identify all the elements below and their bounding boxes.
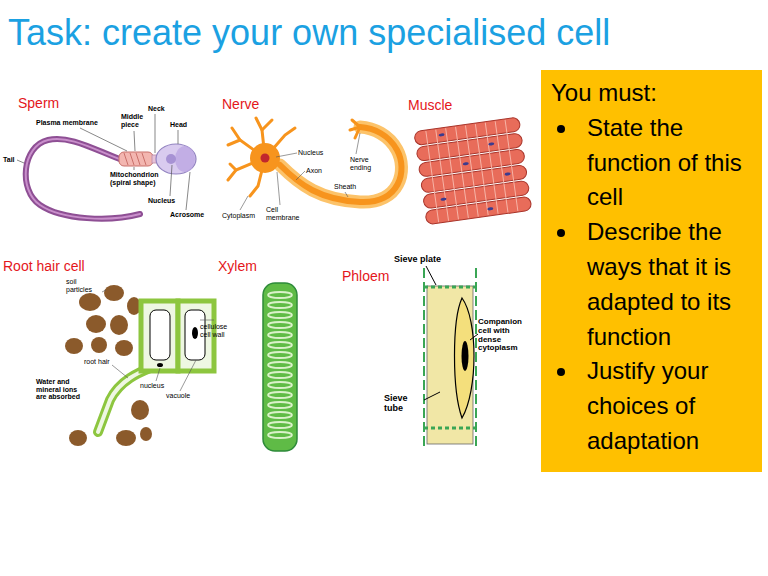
part-label: Nucleus bbox=[148, 197, 175, 205]
part-label: Acrosome bbox=[170, 211, 204, 219]
part-label: Neck bbox=[148, 105, 165, 113]
task-heading: You must: bbox=[551, 76, 754, 111]
cell-name: Xylem bbox=[218, 259, 257, 274]
bullet-dot bbox=[557, 229, 565, 237]
part-label: Nucleus bbox=[298, 149, 323, 157]
part-label: soil particles bbox=[66, 278, 100, 293]
part-label: Companion cell with dense cytoplasm bbox=[478, 318, 532, 353]
part-label: Water and mineral ions are absorbed bbox=[36, 378, 82, 401]
slide-title: Task: create your own specialised cell bbox=[8, 12, 610, 53]
part-label: cellulose cell wall bbox=[200, 323, 236, 338]
bullet-row: State the function of this cell bbox=[551, 111, 754, 215]
part-label: Sieve plate bbox=[394, 255, 441, 265]
part-label: Tail bbox=[3, 156, 15, 164]
part-label: root hair bbox=[84, 358, 110, 366]
part-label: Middle piece bbox=[121, 113, 151, 128]
part-label: Mitochondrion (spiral shape) bbox=[110, 171, 168, 186]
bullet-row: Justify your choices of adaptation bbox=[551, 354, 754, 458]
bullet-dot bbox=[557, 125, 565, 133]
part-label: Axon bbox=[306, 167, 322, 175]
root-hair-drawing bbox=[65, 285, 214, 446]
phloem-drawing bbox=[424, 266, 478, 450]
part-label: Cell membrane bbox=[266, 206, 298, 221]
cell-name: Muscle bbox=[408, 98, 452, 113]
nerve-drawing bbox=[228, 118, 402, 210]
task-heading-row: You must: bbox=[551, 76, 754, 111]
part-label: Sieve tube bbox=[384, 394, 424, 414]
part-label: Plasma membrane bbox=[36, 119, 98, 127]
bullet-row: Describe the ways that it is adapted to … bbox=[551, 215, 754, 354]
part-label: Nerve ending bbox=[350, 156, 380, 171]
part-label: Cytoplasm bbox=[222, 212, 255, 220]
cell-name: Nerve bbox=[222, 97, 259, 112]
task-point: Justify your choices of adaptation bbox=[587, 354, 754, 458]
muscle-drawing bbox=[414, 117, 532, 225]
cell-name: Sperm bbox=[18, 96, 59, 111]
xylem-drawing bbox=[263, 283, 297, 451]
task-point: State the function of this cell bbox=[587, 111, 754, 215]
part-label: Sheath bbox=[334, 183, 356, 191]
task-box: You must:State the function of this cell… bbox=[541, 70, 762, 472]
part-label: Head bbox=[170, 121, 187, 129]
cell-name: Phloem bbox=[342, 269, 389, 284]
cell-name: Root hair cell bbox=[3, 259, 85, 274]
task-point: Describe the ways that it is adapted to … bbox=[587, 215, 754, 354]
bullet-dot bbox=[557, 368, 565, 376]
part-label: vacuole bbox=[166, 392, 190, 400]
part-label: nucleus bbox=[140, 382, 164, 390]
sperm-drawing bbox=[17, 114, 196, 219]
